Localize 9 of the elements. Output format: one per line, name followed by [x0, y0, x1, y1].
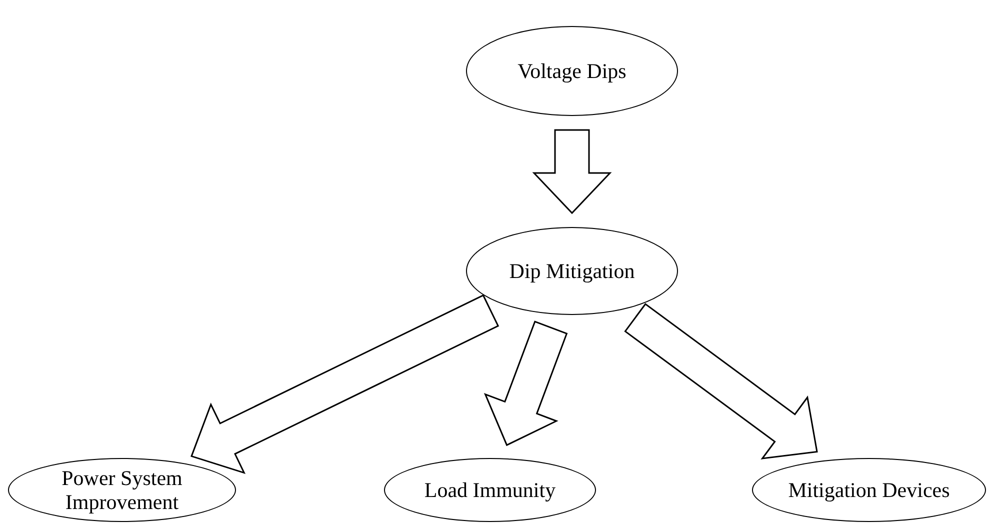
node-label: Load Immunity	[423, 478, 557, 502]
block-arrow	[190, 294, 500, 474]
node-label: Dip Mitigation	[508, 258, 636, 284]
node-label: Voltage Dips	[516, 58, 628, 84]
block-arrow	[624, 302, 818, 460]
node-label: Power System Improvement	[60, 466, 184, 514]
node-label: Mitigation Devices	[787, 478, 951, 502]
block-arrow	[484, 320, 568, 446]
block-arrow	[532, 129, 612, 214]
